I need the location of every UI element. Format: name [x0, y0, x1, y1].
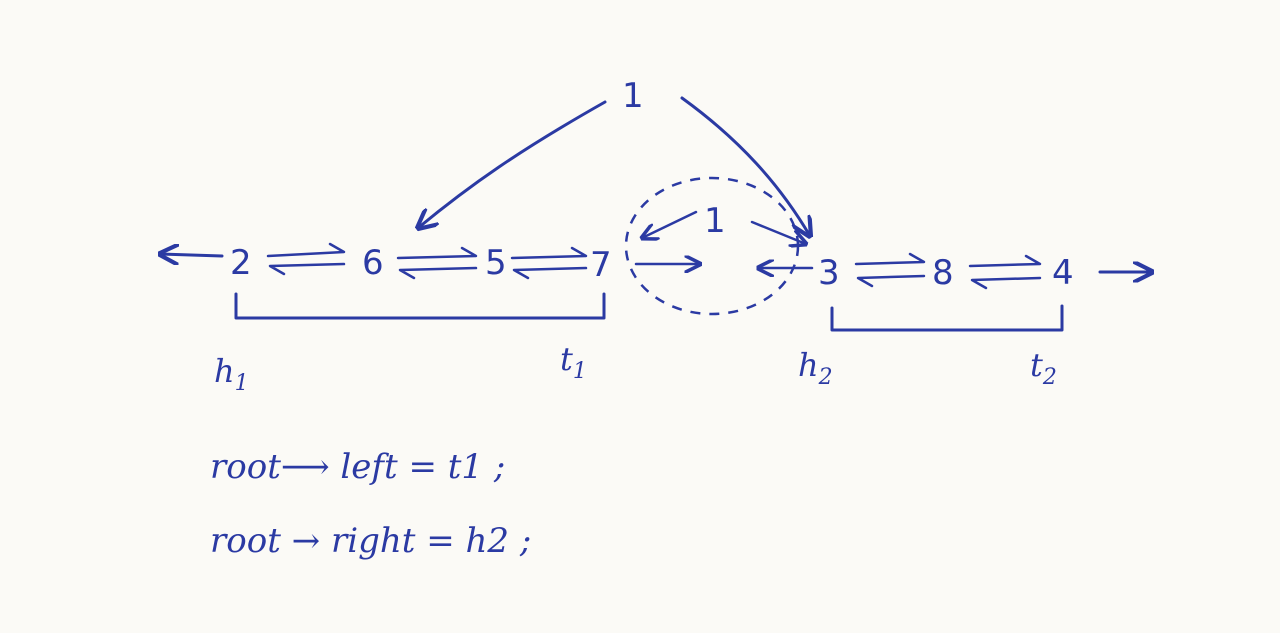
- list-node-8: 8: [932, 253, 954, 293]
- code-line-1: root⟶ left = t1 ;: [210, 447, 505, 487]
- link-8-4: [968, 254, 1042, 290]
- list-node-5: 5: [485, 243, 507, 283]
- label-h1: h1: [214, 352, 249, 396]
- root-to-6-arrow: [418, 100, 607, 228]
- label-h2: h2: [798, 346, 833, 390]
- root-to-3-arrow: [680, 96, 810, 236]
- label-t1: t1: [560, 340, 587, 384]
- dashed-ellipse: [624, 176, 800, 316]
- list-node-2: 2: [230, 243, 252, 283]
- link-3-8: [854, 252, 926, 288]
- root-node: 1: [622, 76, 644, 116]
- copy-right-arrow: [750, 220, 806, 244]
- list-node-6: 6: [362, 243, 384, 283]
- root-copy-node: 1: [704, 201, 726, 241]
- left-list-bracket: [234, 292, 606, 320]
- code-line-2: root → right = h2 ;: [210, 521, 531, 561]
- left-null-arrow: [160, 254, 224, 256]
- link-6-5: [396, 246, 478, 280]
- copy-left-arrow: [642, 210, 698, 238]
- list-node-7: 7: [590, 245, 612, 285]
- label-t2: t2: [1030, 346, 1057, 390]
- list-node-4: 4: [1052, 253, 1074, 293]
- link-2-6: [266, 242, 346, 276]
- right-list-bracket: [830, 304, 1064, 332]
- list-node-3: 3: [818, 253, 840, 293]
- link-5-7: [510, 246, 588, 280]
